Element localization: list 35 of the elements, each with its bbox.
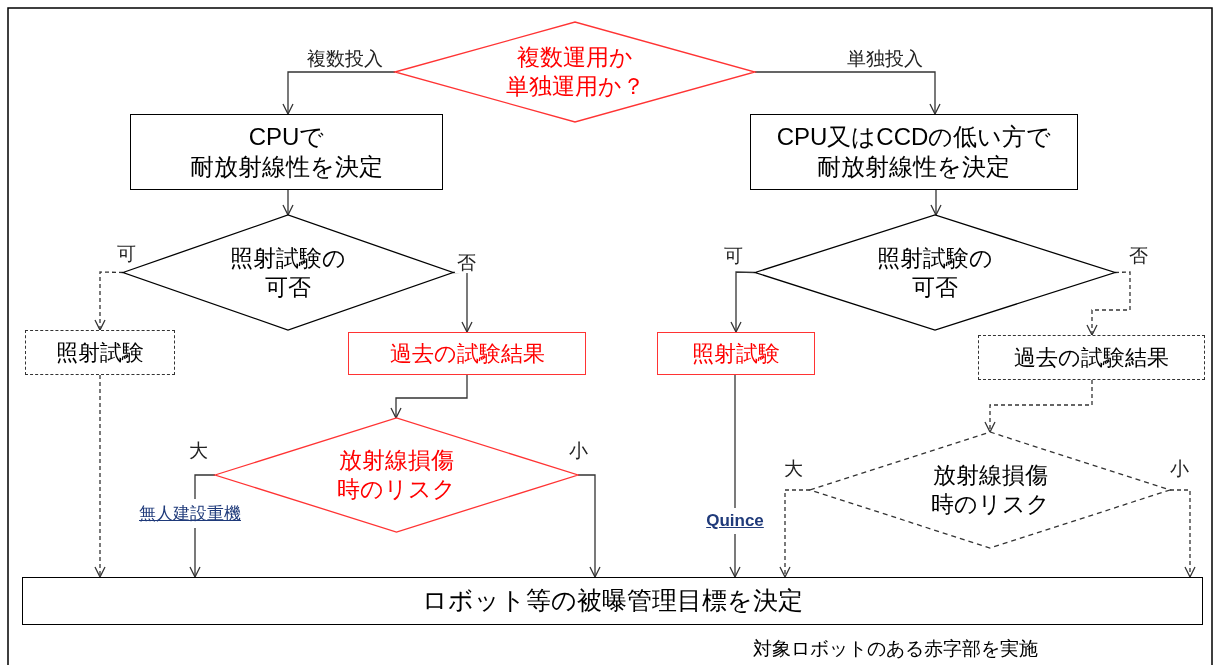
robot-label: Quince bbox=[704, 508, 766, 534]
arrow bbox=[984, 379, 1093, 433]
arrow bbox=[930, 189, 942, 216]
arrow bbox=[754, 71, 941, 115]
process-box: CPUで耐放射線性を決定 bbox=[130, 114, 443, 190]
arrow bbox=[282, 189, 294, 216]
arrow bbox=[94, 271, 124, 331]
arrow bbox=[94, 374, 106, 578]
edge-label: 可 bbox=[722, 245, 745, 266]
arrow bbox=[779, 489, 811, 578]
arrow bbox=[1086, 271, 1131, 336]
process-box: 照射試験 bbox=[25, 330, 175, 375]
process-box: 過去の試験結果 bbox=[978, 335, 1205, 380]
arrow bbox=[730, 271, 756, 333]
edge-label: 否 bbox=[455, 252, 478, 273]
edge-label: 否 bbox=[1127, 245, 1150, 266]
process-box: 過去の試験結果 bbox=[348, 332, 586, 375]
decision-diamond: 放射線損傷時のリスク bbox=[810, 432, 1170, 548]
arrow bbox=[282, 71, 396, 115]
edge-label: 大 bbox=[782, 458, 805, 479]
edge-label: 小 bbox=[1168, 458, 1191, 479]
arrow bbox=[1169, 489, 1196, 578]
decision-diamond: 複数運用か単独運用か？ bbox=[395, 22, 755, 122]
process-box: ロボット等の被曝管理目標を決定 bbox=[22, 577, 1203, 625]
process-box: CPU又はCCDの低い方で耐放射線性を決定 bbox=[750, 114, 1078, 190]
arrow bbox=[729, 374, 741, 578]
edge-label: 小 bbox=[567, 440, 590, 461]
process-box: 照射試験 bbox=[657, 332, 815, 375]
robot-label: 無人建設重機 bbox=[137, 499, 243, 528]
edge-label: 複数投入 bbox=[305, 48, 385, 69]
arrow bbox=[390, 374, 468, 419]
edge-label: 大 bbox=[187, 440, 210, 461]
edge-label: 単独投入 bbox=[845, 48, 925, 69]
arrow bbox=[577, 474, 601, 578]
decision-diamond: 照射試験の可否 bbox=[755, 215, 1115, 330]
